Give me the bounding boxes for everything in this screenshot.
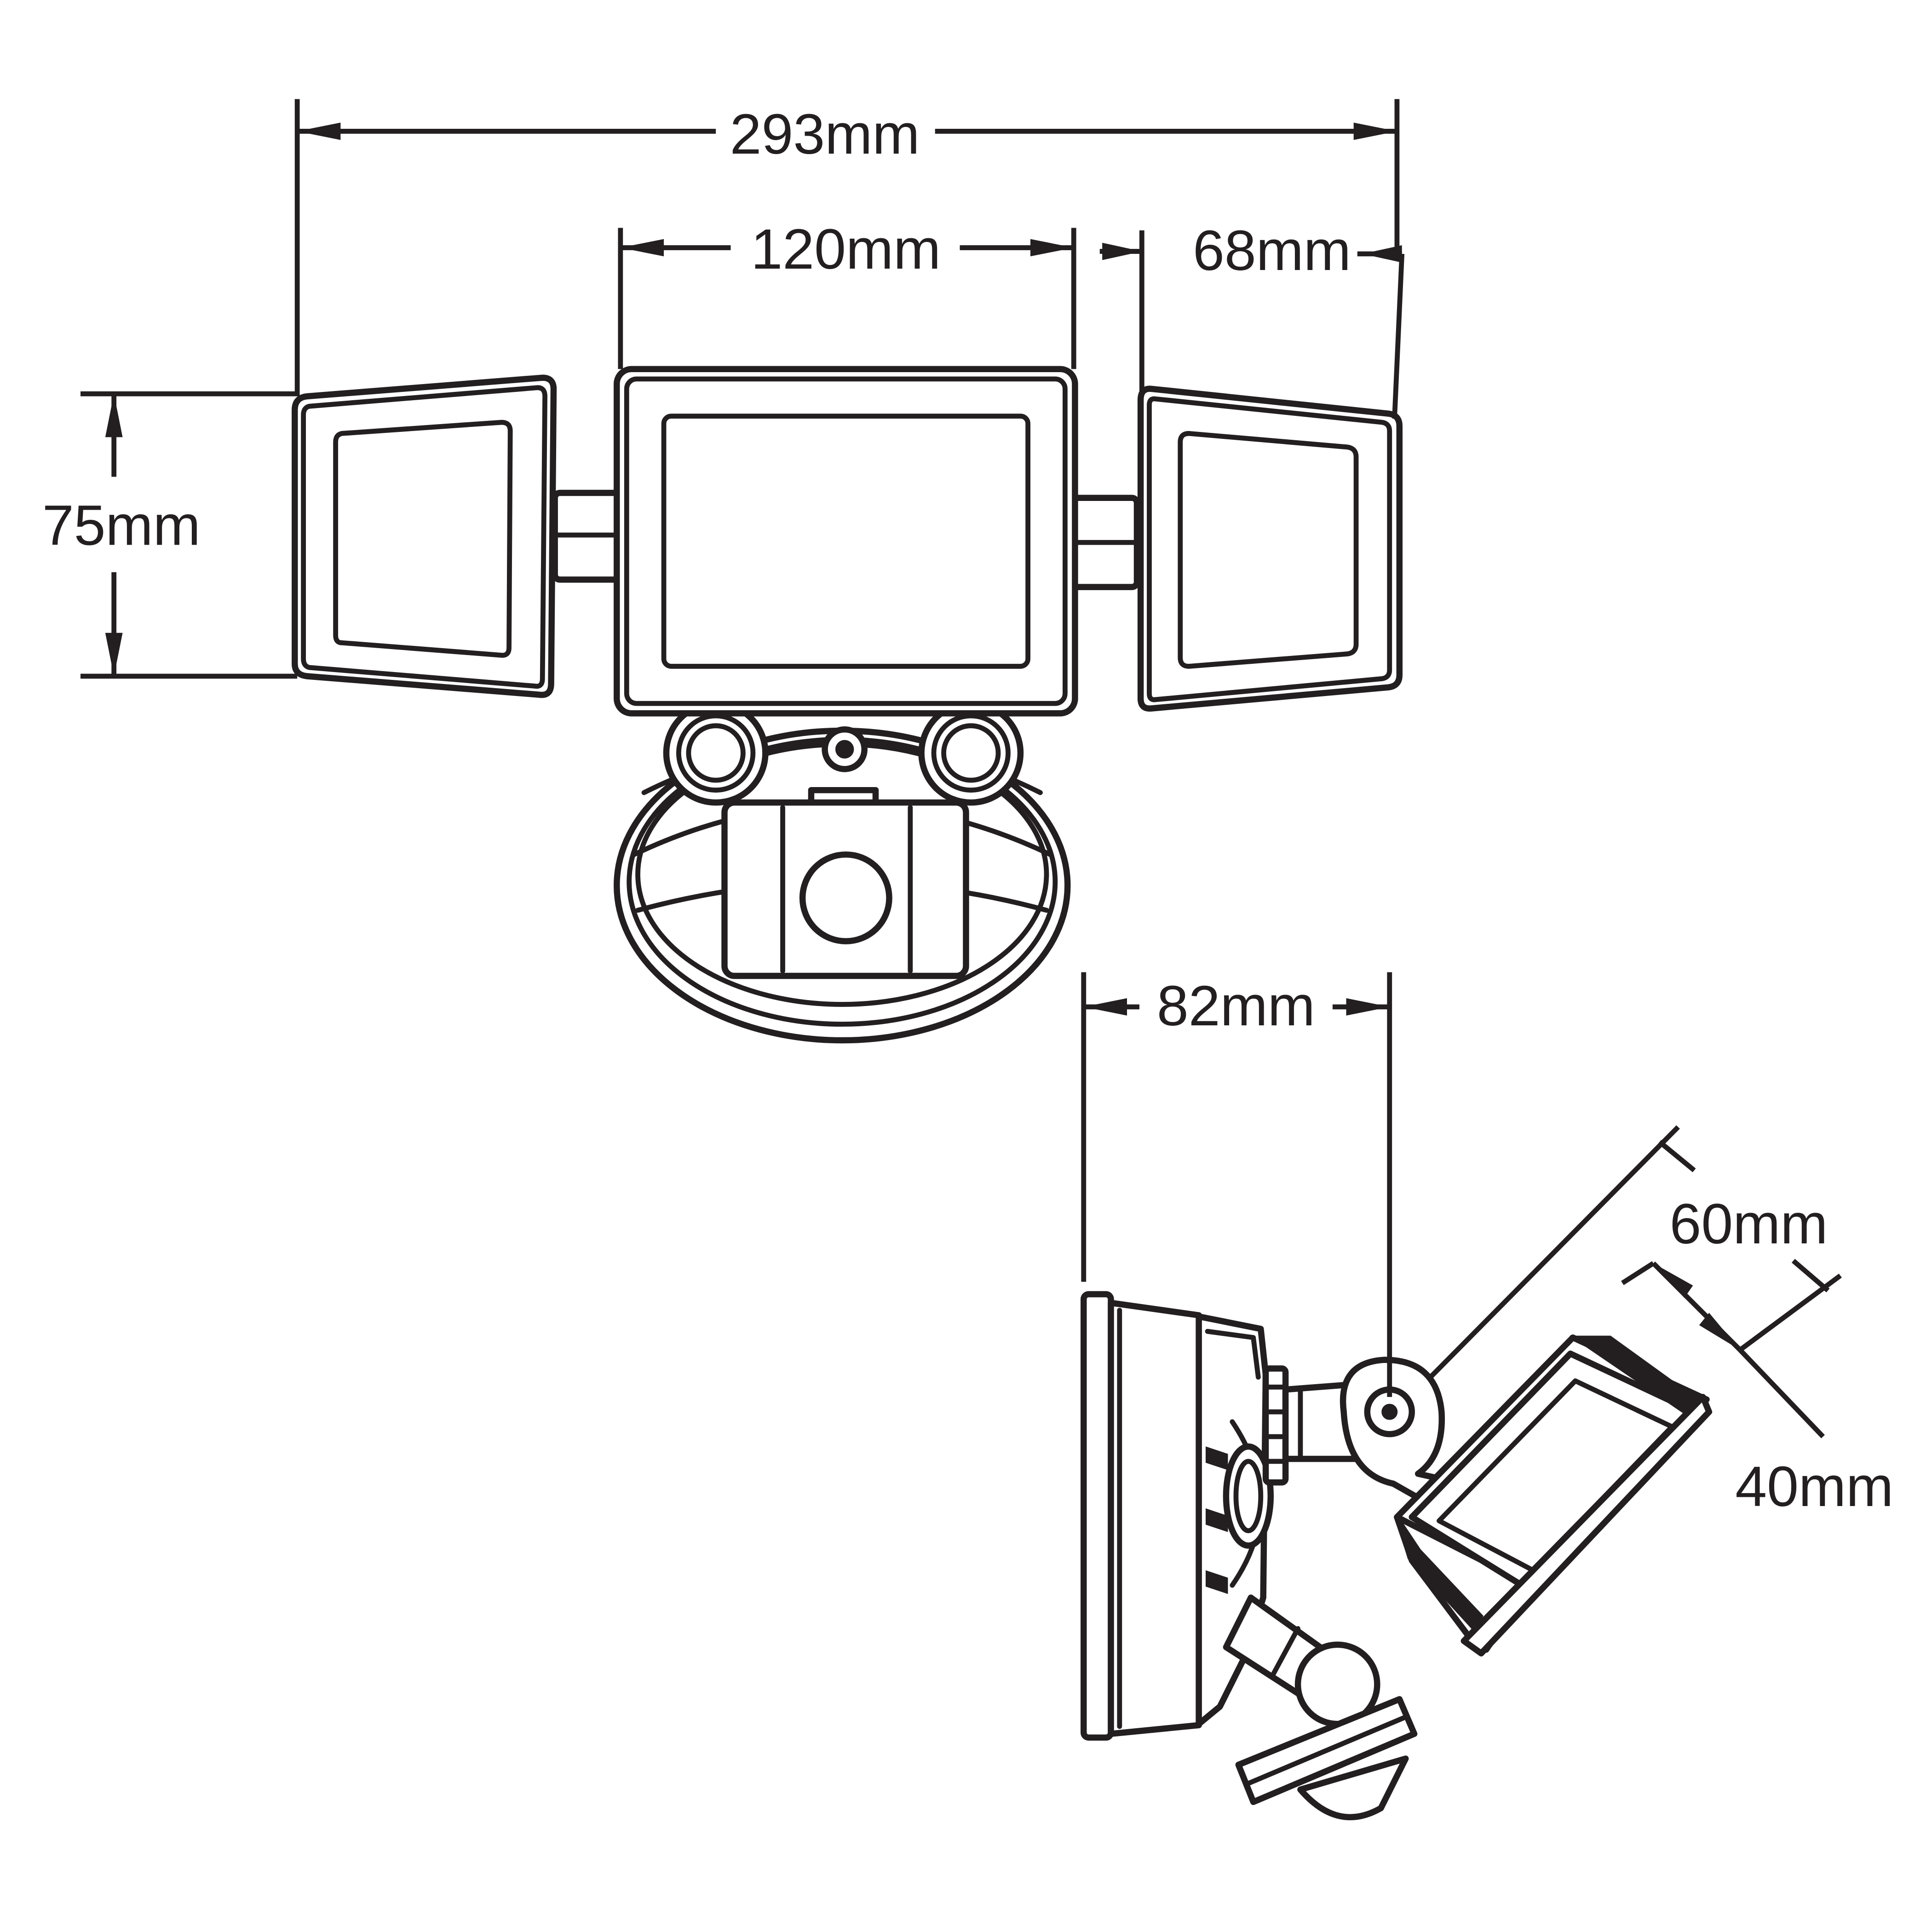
panel-height-label: 75mm [42, 494, 201, 558]
side-panel-thickness-label: 40mm [1735, 1455, 1893, 1518]
lower-sensor-arm [1223, 1594, 1418, 1820]
tilted-light-panel [1394, 1334, 1713, 1656]
side-panel-width-dimension: 68mm [1099, 219, 1402, 282]
right-light-panel [1137, 385, 1403, 712]
center-light-panel [614, 366, 1078, 717]
light-sensor [822, 726, 868, 772]
side-panel-depth-label: 60mm [1670, 1192, 1828, 1256]
left-sensor-lens [663, 700, 769, 806]
side-depth-label: 82mm [1157, 974, 1315, 1038]
front-view [292, 366, 1403, 1044]
side-depth-dimension: 82mm [1081, 972, 1392, 1397]
side-view [1081, 1291, 1713, 1820]
panel-height-dimension: 75mm [42, 394, 201, 676]
front-dimensions: 293mm 120mm 68mm 75mm [42, 99, 1405, 679]
center-panel-width-label: 120mm [751, 218, 941, 281]
overall-width-dimension: 293mm [297, 103, 1397, 166]
side-dimensions: 82mm 60mm 40mm [1081, 972, 1893, 1518]
side-panel-thickness-dimension: 40mm [1699, 1312, 1893, 1518]
mount-base [614, 700, 1071, 1044]
overall-width-label: 293mm [730, 103, 920, 166]
left-light-panel [292, 374, 557, 698]
right-hinge [1069, 494, 1140, 590]
left-hinge [552, 489, 626, 583]
side-panel-width-label: 68mm [1193, 219, 1351, 282]
right-sensor-lens [918, 700, 1024, 806]
center-panel-width-dimension: 120mm [620, 218, 1074, 281]
wall-plate [1081, 1291, 1202, 1741]
junction-block [721, 799, 969, 979]
side-panel-depth-dimension: 60mm [1428, 1125, 1842, 1438]
